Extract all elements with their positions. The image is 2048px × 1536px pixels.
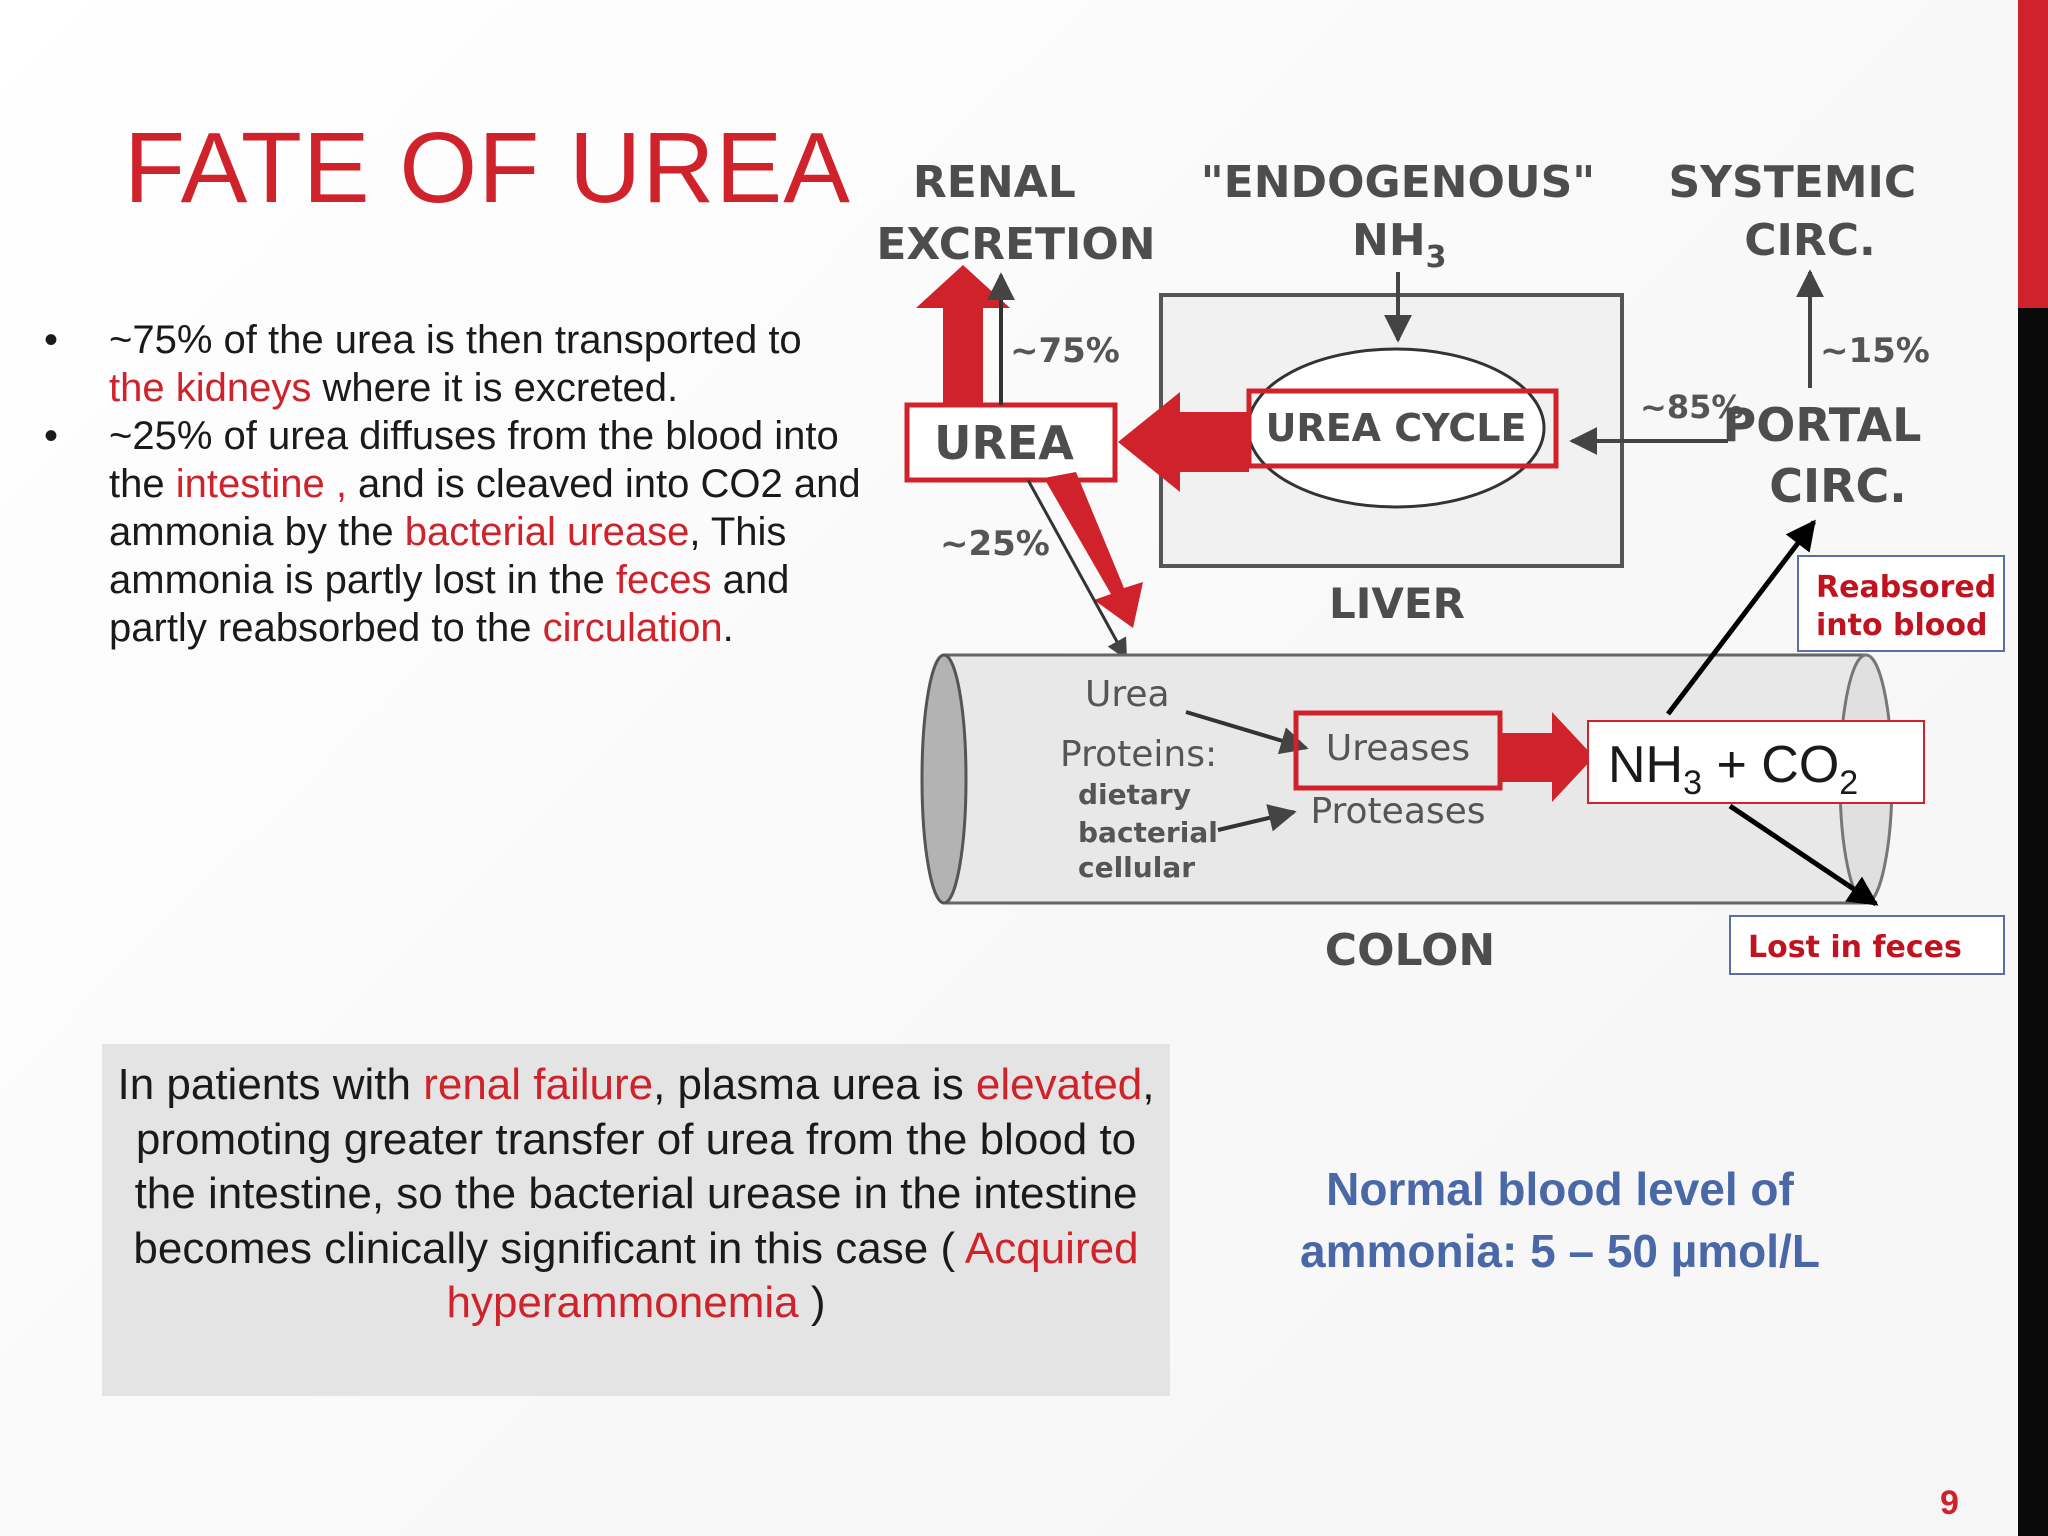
normal-level-line-2: ammonia: 5 – 50 µmol/L xyxy=(1300,1225,1820,1277)
ureases-label: Ureases xyxy=(1326,728,1470,769)
pct-75-label: ~75% xyxy=(1010,331,1120,371)
lost-feces-callout-text: Lost in feces xyxy=(1748,930,1962,965)
note-seg-3: , plasma urea is xyxy=(653,1060,976,1109)
reabsorbed-callout-text: Reabsored into blood xyxy=(1816,570,2007,643)
colon-urea-label: Urea xyxy=(1085,674,1170,715)
bullet-2-circulation: circulation xyxy=(542,606,723,650)
reabsorbed-line-1: Reabsored xyxy=(1816,570,1996,605)
bullet-dot: • xyxy=(43,414,58,458)
portal-circ-label: PORTAL CIRC. xyxy=(1723,398,1938,513)
pct-85-label: ~85% xyxy=(1640,388,1743,426)
note-seg-1: In patients with xyxy=(117,1060,424,1109)
urea-to-ureases-arrow xyxy=(1185,710,1309,755)
bullet-dot: • xyxy=(43,318,58,362)
urea-to-colon-thin-arrow xyxy=(1026,479,1128,660)
normal-level-line-1: Normal blood level of xyxy=(1326,1163,1794,1215)
urea-to-renal-arrow xyxy=(916,265,1010,405)
systemic-line-1: SYSTEMIC xyxy=(1668,157,1916,208)
bullet-2-seg-9: . xyxy=(722,606,734,650)
protein-source-bacterial: bacterial xyxy=(1078,816,1218,849)
protein-source-cellular: cellular xyxy=(1078,851,1195,884)
renal-line-2: EXCRETION xyxy=(876,219,1155,270)
portal-line-2: CIRC. xyxy=(1769,459,1907,513)
urea-box xyxy=(904,402,1118,483)
protein-source-dietary: dietary xyxy=(1078,778,1191,811)
product-plus-co: + CO xyxy=(1702,736,1839,794)
slide-edge-accent-red xyxy=(2018,0,2048,308)
liver-label: LIVER xyxy=(1329,579,1465,628)
ureases-to-product-arrow xyxy=(1500,712,1594,802)
bullet-item-intestine: • ~25% of urea diffuses from the blood in… xyxy=(36,412,877,652)
colon-proteins-label: Proteins: xyxy=(1060,734,1217,775)
slide-edge-accent-black xyxy=(2018,308,2048,1536)
urea-cycle-label: UREA CYCLE xyxy=(1266,406,1527,450)
reabsorbed-line-2: into blood xyxy=(1816,608,1988,643)
cycle-to-urea-arrow xyxy=(1118,392,1249,492)
normal-ammonia-level: Normal blood level of ammonia: 5 – 50 µm… xyxy=(1220,1158,1900,1282)
bullet-1-seg-3: where it is excreted. xyxy=(311,366,679,410)
pct-15-label: ~15% xyxy=(1820,331,1930,371)
colon-cylinder-end-left xyxy=(920,653,968,905)
product-nh-sub: 3 xyxy=(1683,764,1702,802)
bullet-item-renal: • ~75% of the urea is then transported to… xyxy=(36,316,839,412)
urea-label: UREA xyxy=(934,416,1074,470)
bullet-2-seg-5: , This ammonia is partly lost in the xyxy=(109,510,787,602)
page-number: 9 xyxy=(1940,1484,1959,1522)
endogenous-nh3-label: NH3 xyxy=(1352,215,1447,275)
lost-feces-callout-box xyxy=(1729,915,2005,975)
reabsorbed-callout-box xyxy=(1797,555,2005,652)
note-seg-5: , promoting greater transfer of urea fro… xyxy=(133,1060,1155,1273)
renal-failure-note-box xyxy=(102,1044,1170,1396)
bullet-list: • ~75% of the urea is then transported to… xyxy=(36,316,861,652)
renal-line-1: RENAL xyxy=(913,157,1076,208)
bullet-2-feces: feces xyxy=(615,558,712,602)
note-renal-failure: renal failure xyxy=(423,1060,654,1109)
product-formula: NH3 + CO2 xyxy=(1608,736,1858,802)
nh3-subscript: 3 xyxy=(1426,240,1447,275)
colon-label: COLON xyxy=(1325,925,1495,976)
product-to-feces-arrow xyxy=(1728,803,1879,907)
protein-sources-list: dietary bacterial cellular xyxy=(1078,778,1228,884)
bullet-2-bacterial-urease: bacterial urease xyxy=(404,510,690,554)
proteins-to-proteases-arrow xyxy=(1217,804,1297,832)
slide-title: FATE OF UREA xyxy=(124,112,851,224)
portal-line-1: PORTAL xyxy=(1723,398,1922,452)
product-co-sub: 2 xyxy=(1839,764,1858,802)
note-acquired-hyperammonemia: Acquired hyperammonemia xyxy=(446,1223,1139,1328)
renal-failure-note: In patients with renal failure, plasma u… xyxy=(102,1058,1170,1331)
bullet-2-intestine: intestine , xyxy=(175,462,347,506)
note-elevated: elevated xyxy=(975,1060,1143,1109)
nh3-main: NH xyxy=(1352,215,1426,266)
bullet-2-seg-7: and partly reabsorbed to the xyxy=(109,558,790,650)
product-nh: NH xyxy=(1608,736,1683,794)
systemic-circ-label: SYSTEMIC CIRC. xyxy=(1668,157,1931,266)
endogenous-label: "ENDOGENOUS" xyxy=(1201,157,1595,208)
renal-excretion-label: RENAL EXCRETION xyxy=(876,157,1155,270)
proteases-label: Proteases xyxy=(1310,791,1485,832)
systemic-line-2: CIRC. xyxy=(1744,215,1876,266)
urea-to-colon-arrow xyxy=(1044,472,1143,628)
bullet-1-seg-1: ~75% of the urea is then transported to xyxy=(109,318,802,362)
note-seg-7: ) xyxy=(798,1278,826,1327)
product-box xyxy=(1587,720,1925,804)
bullet-2-seg-1: ~25% of urea diffuses from the blood int… xyxy=(109,414,839,506)
product-to-portal-arrow xyxy=(1666,519,1816,716)
bullet-2-seg-3: and is cleaved into CO2 and ammonia by t… xyxy=(109,462,861,554)
pct-25-label: ~25% xyxy=(940,524,1050,564)
bullet-1-kidneys: the kidneys xyxy=(109,366,312,410)
